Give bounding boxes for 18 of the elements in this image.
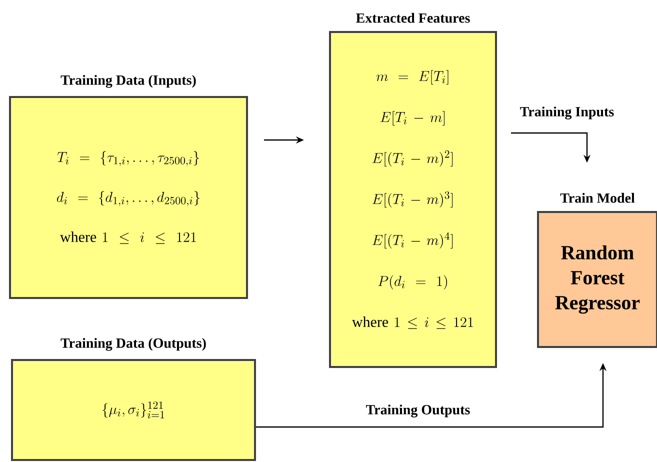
formula: $E[T_i - m]$ [380, 111, 444, 126]
formula: $P(d_i = 1)$ [378, 275, 448, 290]
box-heading: Extracted Features [356, 12, 470, 23]
formula: $\text{where } 1 \le i \le 121$ [60, 232, 196, 244]
formula: $E[(T_i - m)^3]$ [372, 191, 453, 208]
formula: $E[(T_i - m)^2]$ [372, 150, 453, 167]
formula: $T_i = \{\tau_{1,i}, \ldots, \tau_{2500,i}\}$ [57, 151, 199, 166]
edge-label: Training Inputs [520, 106, 614, 120]
formula: $\{\mu_i, \sigma_i\}_{i=1}^{121}$ [102, 401, 164, 418]
model-name: Random Forest Regressor [555, 245, 640, 314]
formula: $\text{where } 1 \le i \le 121$ [352, 316, 473, 329]
box-heading: Training Data (Outputs) [60, 338, 206, 351]
edge-label: Training Outputs [366, 404, 470, 418]
formula: $E[(T_i - m)^4]$ [372, 232, 453, 249]
formula: $m = E[T_i]$ [376, 70, 448, 84]
box-heading: Train Model [560, 192, 635, 203]
box-heading: Training Data (Inputs) [60, 74, 196, 88]
formula: $d_i = \{d_{1,i}, \ldots, d_{2500,i}\}$ [56, 191, 200, 206]
